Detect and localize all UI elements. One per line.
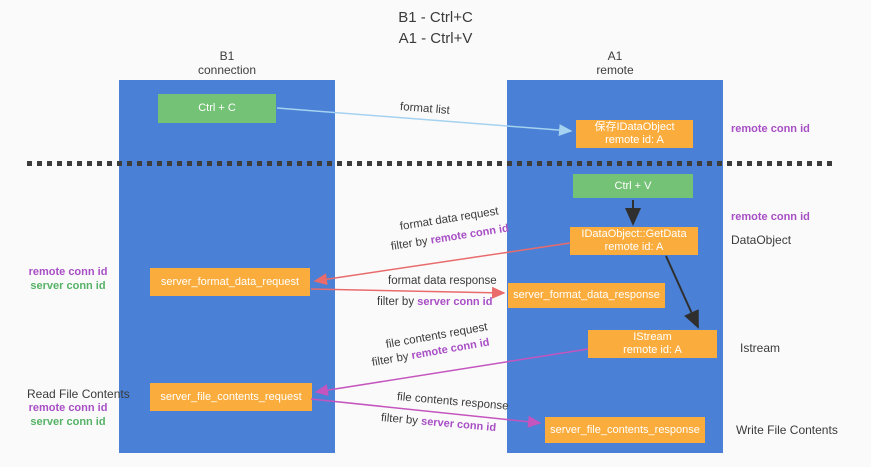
filter-prefix: filter by — [377, 296, 418, 308]
node-getdata-line2: remote id: A — [604, 241, 664, 253]
node-format-req-label: server_format_data_request — [160, 275, 300, 288]
title-line-2: A1 - Ctrl+V — [398, 30, 473, 47]
title-line-1: B1 - Ctrl+C — [398, 9, 473, 26]
label-filter-by-server-conn-id-2: filter by server conn id — [380, 412, 496, 434]
node-server-format-data-request: server_format_data_request — [150, 268, 310, 296]
node-save-idataobject: 保存IDataObject remote id: A — [576, 120, 693, 148]
label-read-file-contents: Read File Contents — [27, 387, 130, 401]
filter-id-server: server conn id — [420, 415, 497, 435]
column-a1-subtitle: remote — [596, 62, 634, 77]
node-format-res-label: server_format_data_response — [513, 289, 660, 301]
node-istream-line1: IStream — [633, 331, 672, 343]
label-conn-ids-left-mid: remote conn id server conn id — [18, 265, 118, 293]
filter-prefix: filter by — [380, 412, 422, 428]
column-header-b1: B1 connection — [119, 49, 335, 78]
dashed-divider — [27, 161, 833, 166]
label-format-data-response: format data response — [388, 275, 497, 287]
label-filter-by-server-conn-id-1: filter by server conn id — [377, 296, 492, 308]
node-ctrl-c-label: Ctrl + C — [198, 102, 236, 114]
node-ctrl-c: Ctrl + C — [158, 94, 276, 123]
node-getdata-line1: IDataObject::GetData — [581, 228, 687, 240]
node-save-line2: remote id: A — [605, 134, 664, 146]
label-remote-conn-id-top-right: remote conn id — [731, 123, 810, 135]
node-ctrl-v-label: Ctrl + V — [614, 179, 652, 192]
node-file-res-label: server_file_contents_response — [550, 423, 700, 436]
label-remote-conn-id-left-bottom: remote conn id — [28, 402, 108, 414]
label-dataobject: DataObject — [731, 233, 792, 247]
node-server-file-contents-request: server_file_contents_request — [150, 383, 312, 411]
node-istream: IStream remote id: A — [588, 330, 717, 358]
node-ctrl-v: Ctrl + V — [573, 174, 693, 198]
column-header-a1: A1 remote — [507, 49, 723, 78]
filter-prefix: filter by — [390, 234, 432, 253]
column-a1-name: A1 — [607, 49, 623, 63]
diagram-title: B1 - Ctrl+C A1 - Ctrl+V — [0, 7, 871, 49]
node-server-file-contents-response: server_file_contents_response — [545, 417, 705, 443]
column-b1-name: B1 — [219, 49, 235, 63]
arrow-format-data-response — [310, 286, 506, 299]
filter-id-server: server conn id — [417, 296, 493, 308]
node-idataobject-getdata: IDataObject::GetData remote id: A — [570, 227, 698, 255]
label-conn-ids-left-bottom: remote conn id server conn id — [18, 401, 118, 429]
filter-prefix: filter by — [370, 350, 413, 369]
label-istream: Istream — [740, 341, 781, 355]
node-server-format-data-response: server_format_data_response — [508, 283, 665, 308]
label-remote-conn-id-mid-right: remote conn id — [731, 211, 810, 223]
label-remote-conn-id-left-mid: remote conn id — [28, 266, 108, 278]
node-save-line1: 保存IDataObject — [594, 121, 675, 133]
node-file-req-label: server_file_contents_request — [160, 390, 302, 403]
node-istream-line2: remote id: A — [623, 344, 682, 356]
label-format-list: format list — [399, 101, 451, 117]
label-server-conn-id-left-mid: server conn id — [30, 280, 106, 292]
label-server-conn-id-left-bottom: server conn id — [30, 416, 106, 428]
label-file-contents-response: file contents response — [396, 391, 509, 413]
label-write-file-contents: Write File Contents — [736, 423, 838, 437]
column-b1-subtitle: connection — [197, 62, 257, 77]
